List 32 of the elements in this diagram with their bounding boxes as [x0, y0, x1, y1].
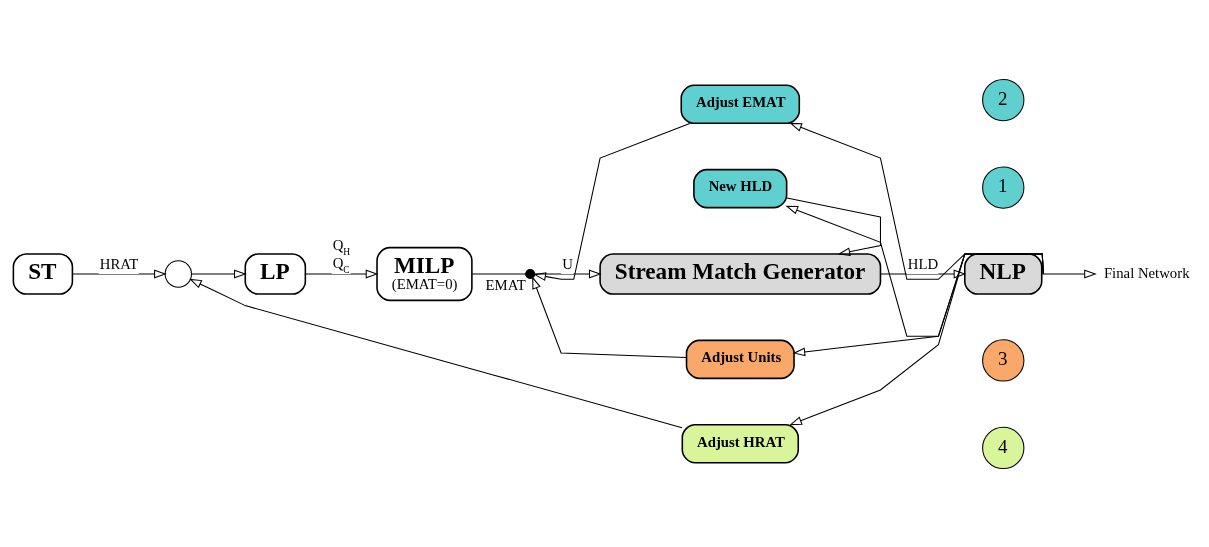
- arrow: [304, 269, 379, 278]
- node-circle: 4: [982, 426, 1025, 469]
- node-circle: 2: [982, 78, 1025, 121]
- arrow: [880, 269, 967, 278]
- edge-label: U: [562, 255, 573, 272]
- arrow: [534, 269, 602, 278]
- node-label: EMAT: [485, 276, 526, 293]
- edge-label: HRAT: [99, 255, 139, 272]
- node-circle: 3: [982, 338, 1025, 382]
- node-box: New HLD: [693, 168, 788, 208]
- arrow: [189, 278, 683, 428]
- node-box: LP: [244, 252, 307, 295]
- arrow: [786, 197, 881, 256]
- node-valve: [525, 268, 536, 279]
- arrow: [533, 122, 691, 281]
- arrow: [72, 269, 167, 278]
- arrow: [532, 275, 687, 358]
- arrow: [191, 269, 247, 278]
- node-box: Adjust HRAT: [681, 423, 800, 463]
- arrow: [1041, 269, 1097, 278]
- node-circle: 1: [982, 165, 1025, 209]
- edge-label: Q$_{H}$ Q$_{C}$: [332, 236, 351, 275]
- node-box: Stream Match Generator: [599, 252, 882, 295]
- node-circle: [164, 259, 193, 288]
- edge-label: HLD: [907, 255, 939, 272]
- node-text: Final Network: [1103, 264, 1190, 281]
- connector: [471, 272, 526, 275]
- node-box: NLP: [964, 252, 1043, 295]
- node-box: Adjust EMAT: [680, 84, 801, 124]
- node-box: MILP (EMAT=0): [376, 246, 473, 301]
- node-box: ST: [12, 252, 74, 295]
- node-box: Adjust Units: [685, 339, 795, 379]
